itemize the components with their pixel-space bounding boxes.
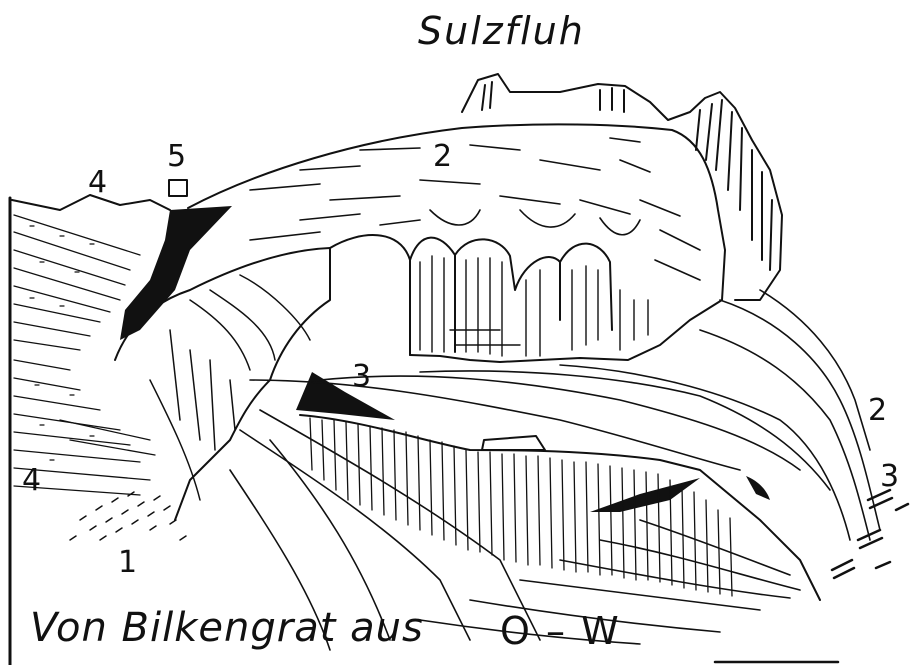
label-3-band: 3 [352, 362, 371, 392]
dark-band-3 [296, 372, 395, 420]
cliff-face [330, 235, 612, 355]
summit-outline [462, 74, 782, 300]
label-3-right: 3 [880, 462, 899, 492]
box-symbol-5 [169, 180, 187, 196]
label-2-plateau: 2 [433, 142, 452, 172]
orientation-label: O – W [500, 612, 621, 650]
label-2-right: 2 [868, 396, 887, 426]
plateau-strokes [250, 138, 700, 280]
label-1: 1 [118, 548, 137, 578]
figure-caption: Von Bilkengrat aus [30, 608, 424, 648]
flysch-hatch [14, 215, 155, 495]
figure-title: Sulzfluh [418, 12, 585, 50]
left-slope-strokes [150, 275, 310, 500]
scree-lines [230, 290, 880, 650]
dark-wedge [746, 476, 770, 500]
label-4-left: 4 [22, 466, 41, 496]
summit-hatch [482, 82, 772, 270]
plateau-outline [188, 124, 725, 362]
dark-band-small [590, 478, 700, 512]
crystalline-marks [70, 492, 186, 540]
label-4-top: 4 [88, 168, 107, 198]
right-ledges [832, 490, 908, 578]
snow-patch [482, 436, 545, 450]
label-5: 5 [167, 142, 186, 172]
lower-face-outline [300, 415, 820, 600]
